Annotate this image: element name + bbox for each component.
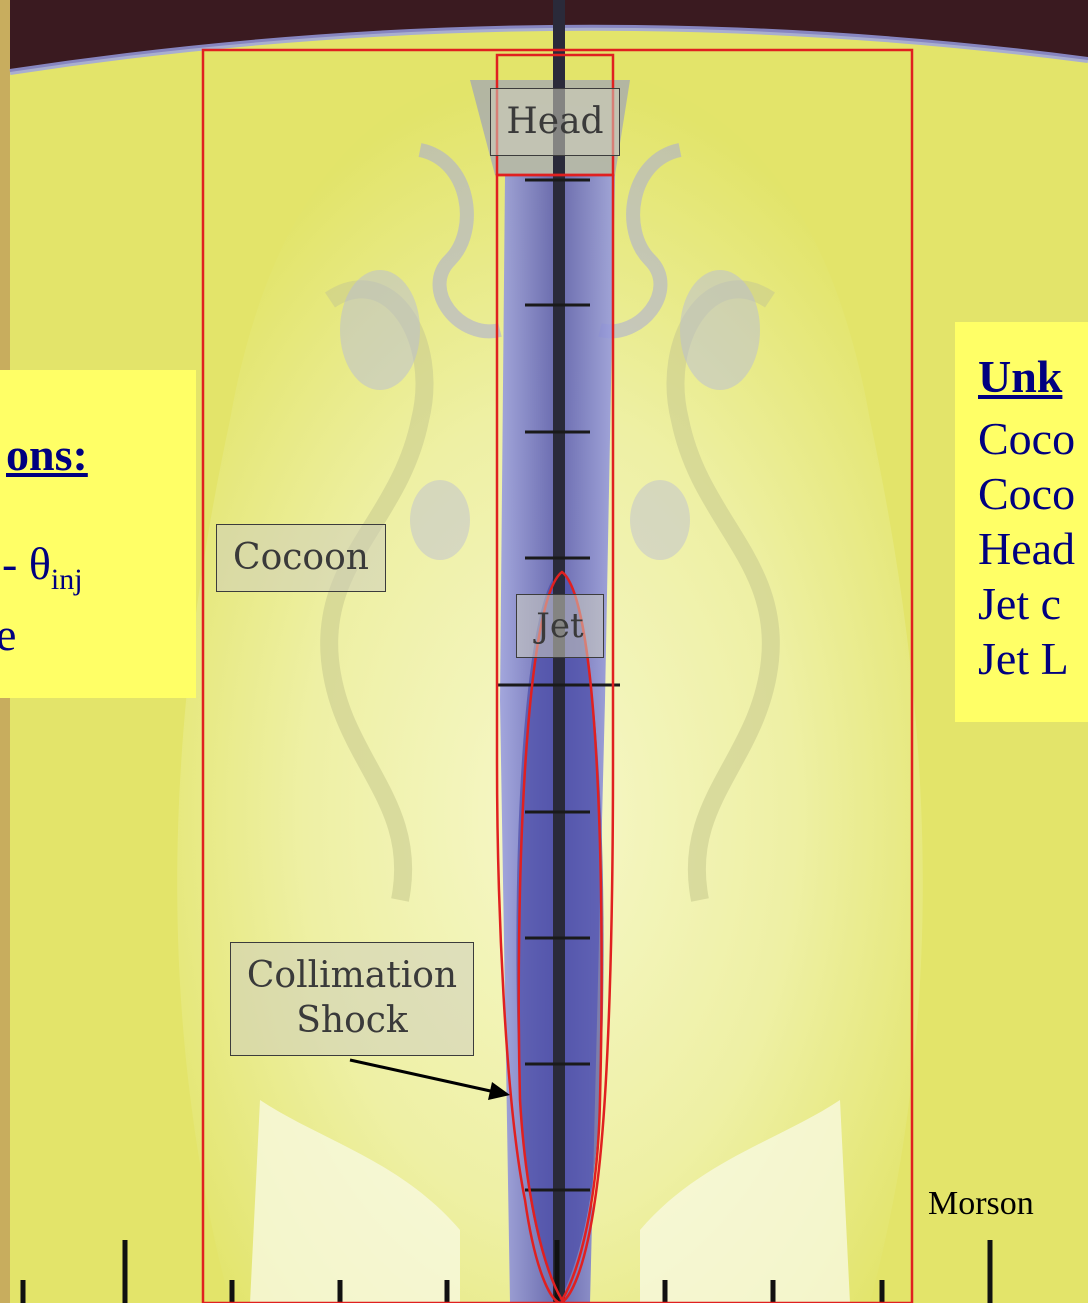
collimation-label-line2: Shock xyxy=(231,998,473,1043)
credit-text: Morson xyxy=(928,1185,1034,1223)
jet-label: Jet xyxy=(516,594,604,658)
right-unknowns-panel: Unk Coco Coco Head Jet c Jet L xyxy=(955,322,1088,722)
head-label-text: Head xyxy=(506,101,603,142)
right-panel-item: Jet L xyxy=(978,631,1088,686)
left-panel-line1-sub: inj xyxy=(51,563,83,596)
right-panel-item: Head xyxy=(978,521,1088,576)
left-panel-line2: e xyxy=(0,607,196,662)
cocoon-label: Cocoon xyxy=(216,524,386,592)
collimation-label-line1: Collimation xyxy=(231,953,473,998)
right-panel-item: Coco xyxy=(978,466,1088,521)
left-panel-line1-text: - θ xyxy=(2,538,51,589)
right-panel-item: Coco xyxy=(978,411,1088,466)
collimation-shock-label: Collimation Shock xyxy=(230,942,474,1056)
cocoon-label-text: Cocoon xyxy=(233,537,369,578)
right-panel-item: Jet c xyxy=(978,576,1088,631)
left-assumptions-panel: ons: - θinj e xyxy=(0,370,196,698)
jet-label-text: Jet xyxy=(536,606,583,646)
head-label: Head xyxy=(490,88,620,156)
left-panel-heading: ons: xyxy=(6,428,196,481)
left-panel-line1: - θinj xyxy=(2,536,196,607)
right-panel-heading: Unk xyxy=(978,350,1088,403)
